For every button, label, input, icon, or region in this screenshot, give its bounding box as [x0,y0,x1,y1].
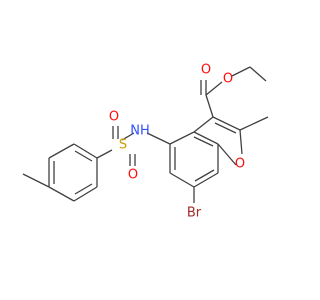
bond-c3-c2 [212,116,241,131]
bond-o1-c7a [217,143,237,166]
bond-ether-o-ch2 [231,66,251,77]
bond-c4p-methyl [22,173,50,188]
molecule-structure-diagram: O O O NH S O O Br [22,62,269,221]
bond-c2-methyl [239,116,269,131]
atom-label-o-sulfonyl-bottom: O [128,168,138,183]
atom-label-o-furan: O [235,157,245,172]
bond-c5p-c6p-inner [74,183,93,195]
bond-c3-c2-inner [214,122,237,134]
bond-c3-carbonyl-c [205,94,214,118]
bond-c3a-c3 [193,116,214,133]
bond-c5-c6 [169,172,195,188]
bond-ch2-ch3 [249,66,267,82]
atom-label-o-carbonyl: O [201,63,211,78]
atom-label-nh: NH [130,124,150,139]
bond-lines [22,66,269,203]
bond-c6-c7 [193,172,219,188]
atom-label-br: Br [187,206,202,221]
bond-c7a-c3a-inner [193,136,214,147]
bond-c4p-c5p [48,186,75,202]
bond-c6-c7-inner [194,169,215,182]
atom-label-o-sulfonyl-top: O [109,110,119,125]
bond-c1p-c2p-inner [74,150,93,162]
bond-c2p-c3p [48,143,75,159]
bond-s-c1p [96,149,113,159]
atom-label-s: S [119,138,127,153]
bond-c7a-c3a [193,131,219,145]
bond-c5-n [146,132,171,145]
bond-n-s [121,132,135,141]
bond-c2-o1 [239,129,243,155]
bond-c3a-c4 [169,131,195,145]
bond-c1p-c2p [73,143,98,159]
atom-label-o-ester: O [223,72,233,87]
bond-carbonyl-ether-o [205,81,223,96]
bond-c5p-c6p [73,186,98,202]
